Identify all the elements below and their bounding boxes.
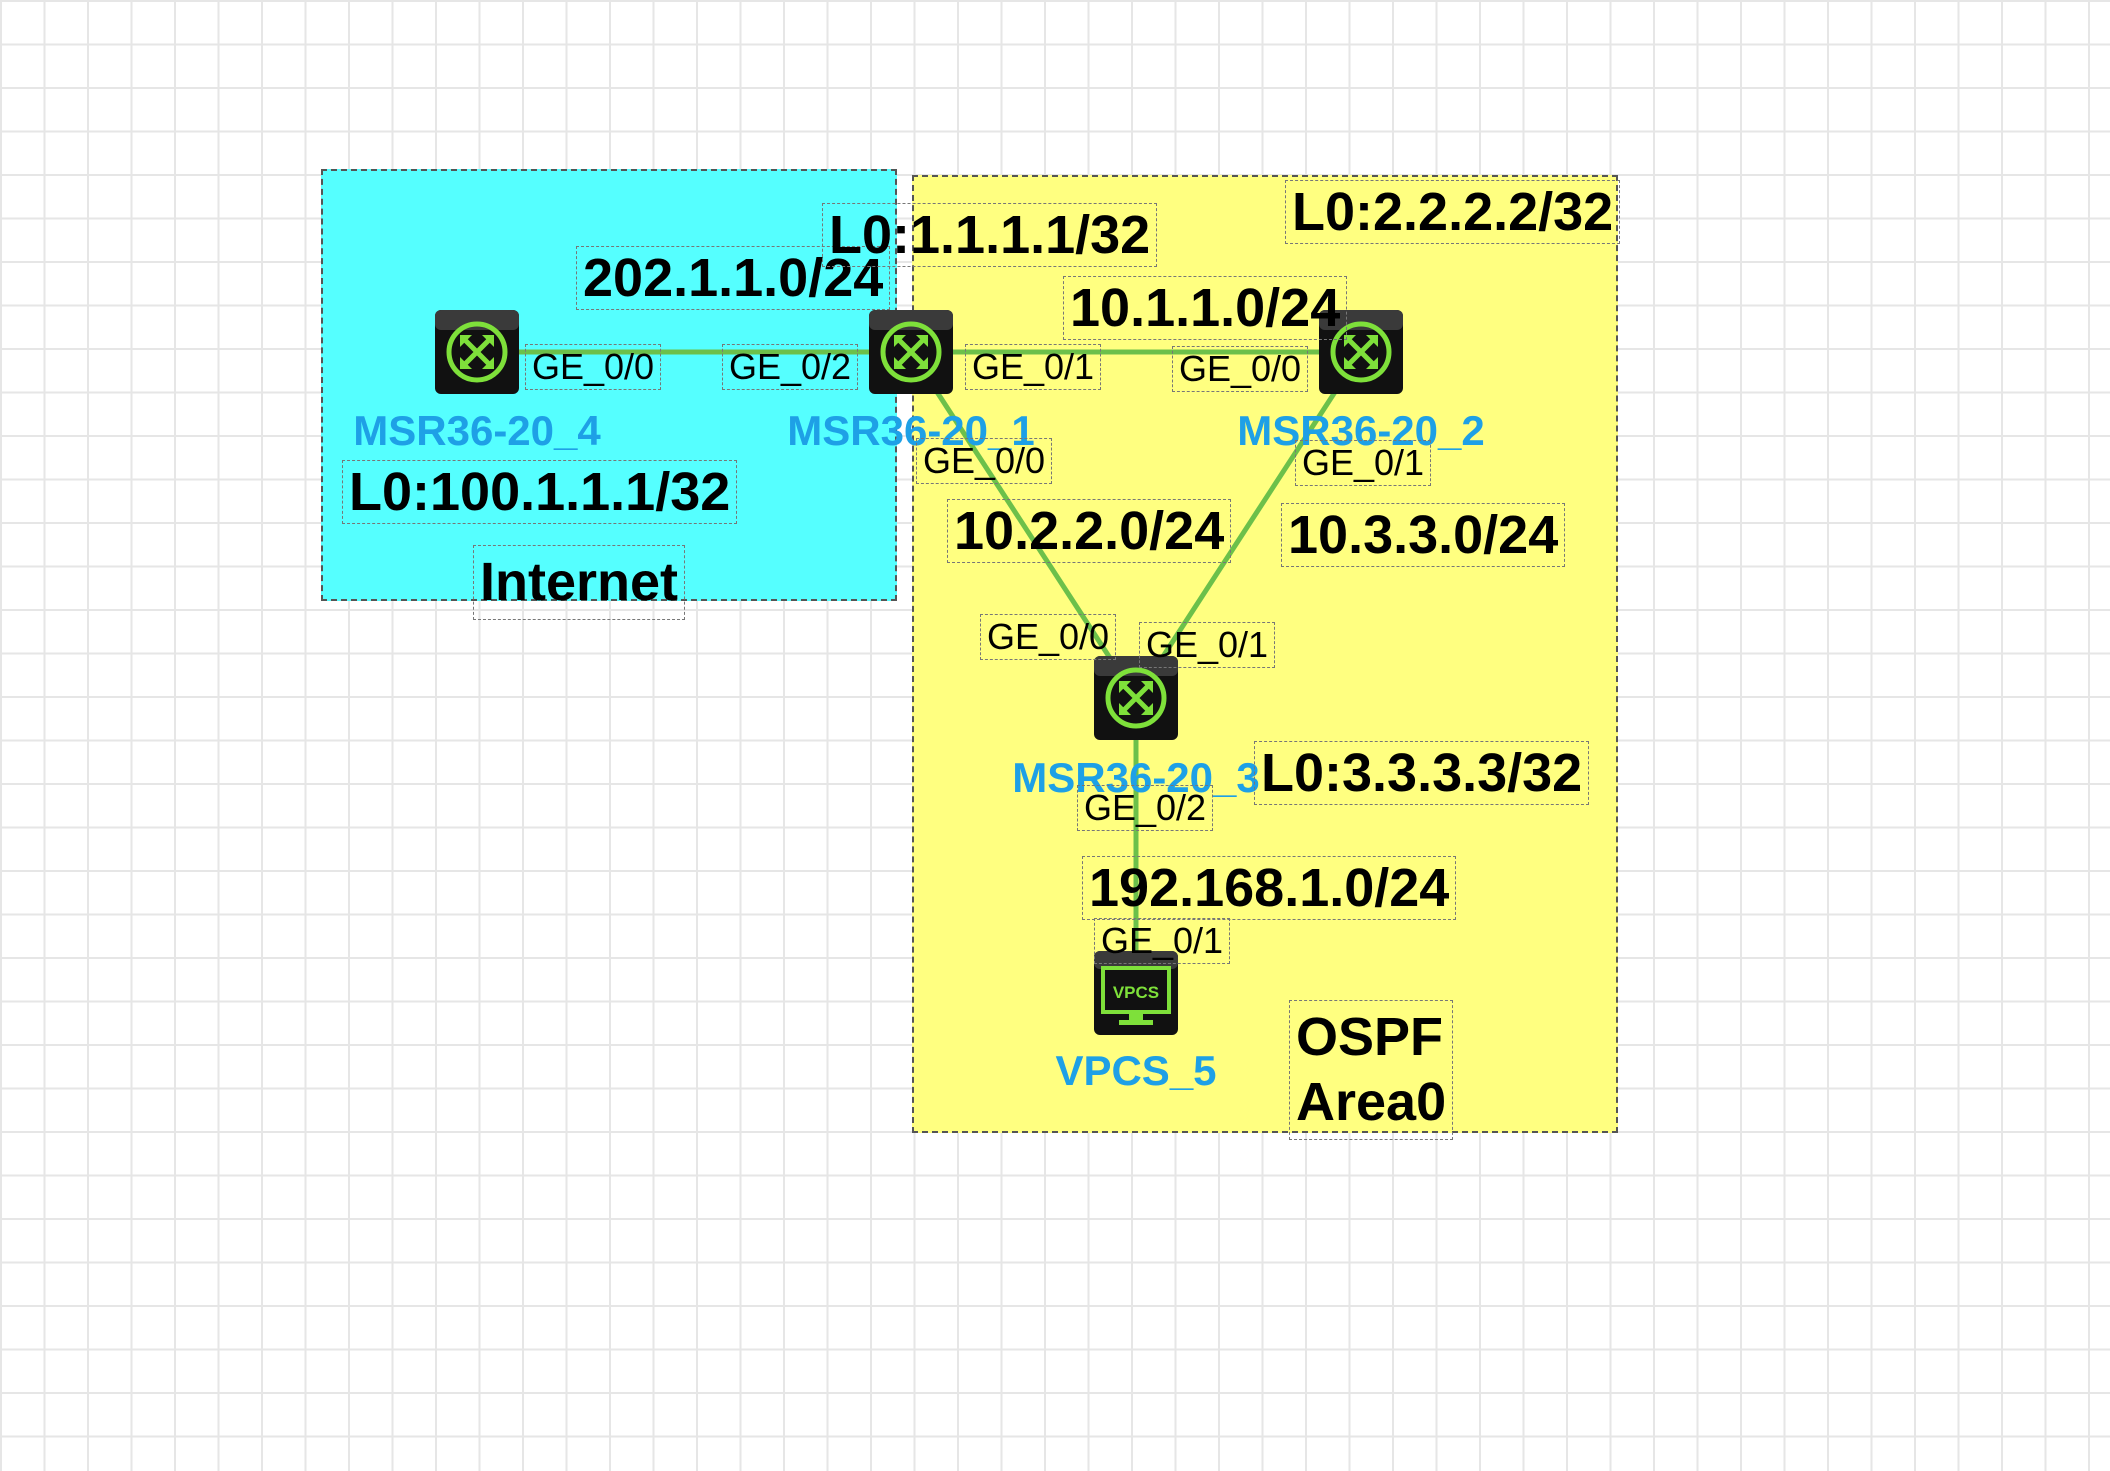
router-icon bbox=[435, 310, 519, 394]
link-r2-r3[interactable] bbox=[1133, 350, 1364, 700]
node-label-vpcs-5: VPCS_5 bbox=[1055, 1047, 1217, 1094]
port-label-r1-ge-0-0: GE_0/0 bbox=[916, 438, 1053, 484]
port-label-vpcs-ge-0-1: GE_0/1 bbox=[1094, 918, 1231, 964]
router-msr36-20-3[interactable] bbox=[1093, 655, 1179, 741]
vpcs-host[interactable]: VPCS bbox=[1093, 950, 1179, 1036]
loopback-label-r3: L0:3.3.3.3/32 bbox=[1254, 741, 1590, 805]
ospf-area-label-line1: OSPF bbox=[1296, 1007, 1444, 1067]
network-label-10-3-3-0: 10.3.3.0/24 bbox=[1281, 503, 1566, 567]
vpcs-icon-text: VPCS bbox=[1113, 983, 1159, 1002]
internet-area-label: Internet bbox=[473, 545, 686, 620]
port-label-r3-ge-0-2: GE_0/2 bbox=[1077, 785, 1214, 831]
port-label-r3-ge-0-0: GE_0/0 bbox=[980, 614, 1117, 660]
node-label-msr36-20-3: MSR36-20_3 bbox=[1012, 754, 1260, 801]
network-label-202-1-1-0: 202.1.1.0/24 bbox=[576, 246, 891, 310]
port-label-r1-ge-0-1: GE_0/1 bbox=[965, 344, 1102, 390]
ospf-area-label-line2: Area0 bbox=[1296, 1071, 1447, 1132]
router-msr36-20-1[interactable] bbox=[868, 309, 954, 395]
router-msr36-20-4[interactable] bbox=[434, 309, 520, 395]
network-label-192-168-1-0: 192.168.1.0/24 bbox=[1082, 856, 1457, 920]
node-label-msr36-20-2: MSR36-20_2 bbox=[1237, 407, 1485, 454]
ospf-area0-area bbox=[912, 175, 1618, 1133]
loopback-label-r4: L0:100.1.1.1/32 bbox=[342, 460, 738, 524]
router-icon bbox=[869, 310, 953, 394]
router-icon bbox=[1319, 310, 1403, 394]
router-msr36-20-2[interactable] bbox=[1318, 309, 1404, 395]
loopback-label-r2: L0:2.2.2.2/32 bbox=[1285, 180, 1621, 244]
port-label-r3-ge-0-1: GE_0/1 bbox=[1139, 622, 1276, 668]
ospf-area-label: OSPF Area0 bbox=[1289, 1000, 1454, 1140]
internet-area bbox=[321, 169, 897, 601]
network-label-10-2-2-0: 10.2.2.0/24 bbox=[947, 499, 1232, 563]
router-icon bbox=[1094, 656, 1178, 740]
port-label-r1-ge-0-2: GE_0/2 bbox=[722, 344, 859, 390]
vpcs-icon: VPCS bbox=[1094, 951, 1178, 1035]
port-label-r2-ge-0-0: GE_0/0 bbox=[1172, 346, 1309, 392]
port-label-r2-ge-0-1: GE_0/1 bbox=[1295, 440, 1432, 486]
node-label-msr36-20-4: MSR36-20_4 bbox=[353, 407, 601, 454]
link-r1-r3[interactable] bbox=[908, 350, 1139, 700]
port-label-r4-ge-0-0: GE_0/0 bbox=[525, 344, 662, 390]
network-label-10-1-1-0: 10.1.1.0/24 bbox=[1063, 276, 1348, 340]
loopback-label-r1: L0:1.1.1.1/32 bbox=[822, 203, 1158, 267]
node-label-msr36-20-1: MSR36-20_1 bbox=[787, 407, 1035, 454]
